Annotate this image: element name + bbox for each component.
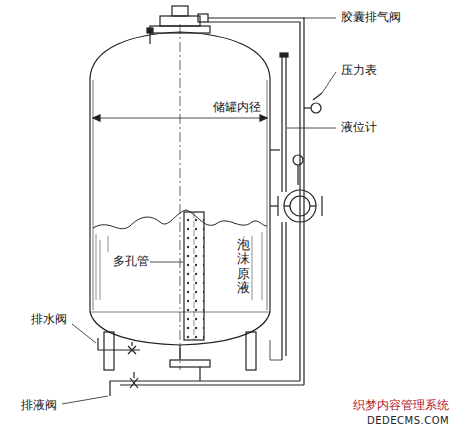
dimension-label: 储罐内径 <box>212 100 262 114</box>
watermark: DEDECMS.COM <box>366 415 450 427</box>
liquid-label: 泡沫原液 <box>236 238 251 295</box>
valve-label: 胶囊排气阀 <box>340 10 402 24</box>
gauge-label: 压力表 <box>340 63 378 77</box>
level-gauge-label: 液位计 <box>340 120 378 134</box>
part-label: 多孔管 <box>112 254 150 268</box>
valve-label: 排液阀 <box>20 398 58 412</box>
watermark: 织梦内容管理系统 <box>352 398 450 412</box>
valve-label: 排水阀 <box>30 312 68 326</box>
